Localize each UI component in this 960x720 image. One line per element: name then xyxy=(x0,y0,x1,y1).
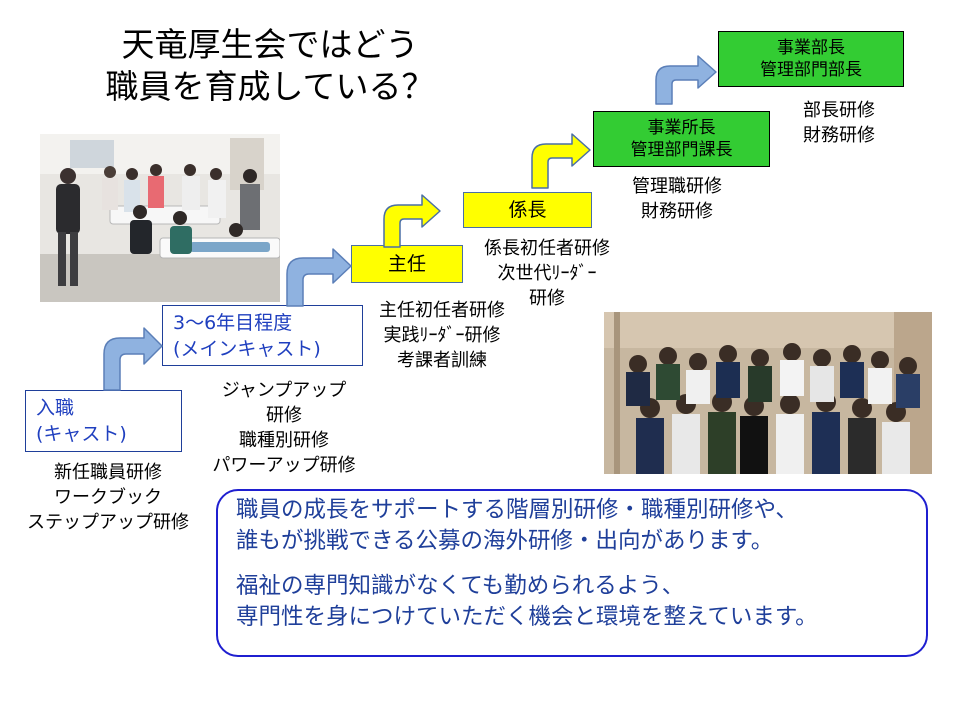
step-main-cast-line-2: (メインキャスト) xyxy=(173,337,321,360)
step-main-cast-box: 3～6年目程度 (メインキャスト) xyxy=(162,305,363,366)
message-paragraph-1: 職員の成長をサポートする階層別研修・職種別研修や、 誰もが挑戦できる公募の海外研… xyxy=(236,495,914,557)
training-item: 研修 xyxy=(529,288,565,309)
curved-up-right-arrow-icon xyxy=(103,327,163,391)
step-entry-box: 入職 (キャスト) xyxy=(25,390,182,452)
training-item: ジャンプアップ xyxy=(221,380,347,401)
message-line: 職員の成長をサポートする階層別研修・職種別研修や、 xyxy=(236,497,798,523)
training-photo-icon xyxy=(40,134,280,302)
title-line-1: 天竜厚生会ではどう xyxy=(121,25,419,64)
step-jigyobucho-line-1: 事業部長 xyxy=(777,38,845,58)
curved-up-right-arrow-icon xyxy=(531,133,591,189)
step-entry-line-2: (キャスト) xyxy=(36,423,127,445)
curved-up-right-arrow-icon xyxy=(383,194,441,248)
training-item: 職種別研修 xyxy=(239,430,329,451)
training-list-entry: 新任職員研修 ワークブック ステップアップ研修 xyxy=(10,460,206,535)
training-list-kakaricho: 係長初任者研修 次世代ﾘｰﾀﾞｰ 研修 xyxy=(466,236,628,311)
step-jigyoshocho-line-1: 事業所長 xyxy=(647,118,716,138)
training-item: 財務研修 xyxy=(641,201,713,222)
step-entry-line-1: 入職 xyxy=(36,397,75,419)
training-item: 実践ﾘｰﾀﾞｰ研修 xyxy=(383,325,501,346)
training-list-jigyoshocho: 管理職研修 財務研修 xyxy=(612,174,742,224)
training-item: 研修 xyxy=(266,405,302,426)
step-kakaricho-label: 係長 xyxy=(508,199,547,221)
training-item: 財務研修 xyxy=(803,125,875,146)
training-item: ワークブック xyxy=(54,487,162,508)
training-item: 考課者訓練 xyxy=(397,350,487,371)
group-photo-icon xyxy=(604,312,932,474)
title-line-2: 職員を育成している？ xyxy=(105,67,435,106)
training-item: パワーアップ研修 xyxy=(212,455,356,476)
message-box: 職員の成長をサポートする階層別研修・職種別研修や、 誰もが挑戦できる公募の海外研… xyxy=(216,489,928,657)
step-jigyoshocho-line-2: 管理部門課長 xyxy=(630,140,733,160)
step-kakaricho-box: 係長 xyxy=(463,192,592,228)
step-shunin-box: 主任 xyxy=(351,245,463,283)
training-item: 管理職研修 xyxy=(632,176,722,197)
training-list-shunin: 主任初任者研修 実践ﾘｰﾀﾞｰ研修 考課者訓練 xyxy=(358,298,526,373)
curved-up-right-arrow-icon xyxy=(286,248,352,307)
step-jigyoshocho-box: 事業所長 管理部門課長 xyxy=(593,111,770,167)
group-photo xyxy=(604,312,932,474)
training-photo xyxy=(40,134,280,302)
training-item: ステップアップ研修 xyxy=(27,512,189,533)
step-main-cast-line-1: 3～6年目程度 xyxy=(173,311,293,334)
message-paragraph-2: 福祉の専門知識がなくても勤められるよう、 専門性を身につけていただく機会と環境を… xyxy=(236,571,914,633)
training-item: 主任初任者研修 xyxy=(379,300,505,321)
training-item: 部長研修 xyxy=(803,100,875,121)
training-item: 係長初任者研修 xyxy=(484,238,610,259)
training-item: 新任職員研修 xyxy=(54,462,162,483)
message-line: 誰もが挑戦できる公募の海外研修・出向があります。 xyxy=(236,528,774,554)
step-shunin-label: 主任 xyxy=(387,253,426,275)
training-item: 次世代ﾘｰﾀﾞｰ xyxy=(497,263,597,284)
message-line: 専門性を身につけていただく機会と環境を整えています。 xyxy=(236,604,818,630)
training-list-main-cast: ジャンプアップ 研修 職種別研修 パワーアップ研修 xyxy=(192,378,376,478)
curved-up-right-arrow-icon xyxy=(655,55,717,105)
step-jigyobucho-box: 事業部長 管理部門部長 xyxy=(718,31,904,87)
page-title: 天竜厚生会ではどう 職員を育成している？ xyxy=(60,24,480,108)
training-list-jigyobucho: 部長研修 財務研修 xyxy=(784,98,894,148)
step-jigyobucho-line-2: 管理部門部長 xyxy=(760,60,862,80)
message-line: 福祉の専門知識がなくても勤められるよう、 xyxy=(236,573,685,599)
